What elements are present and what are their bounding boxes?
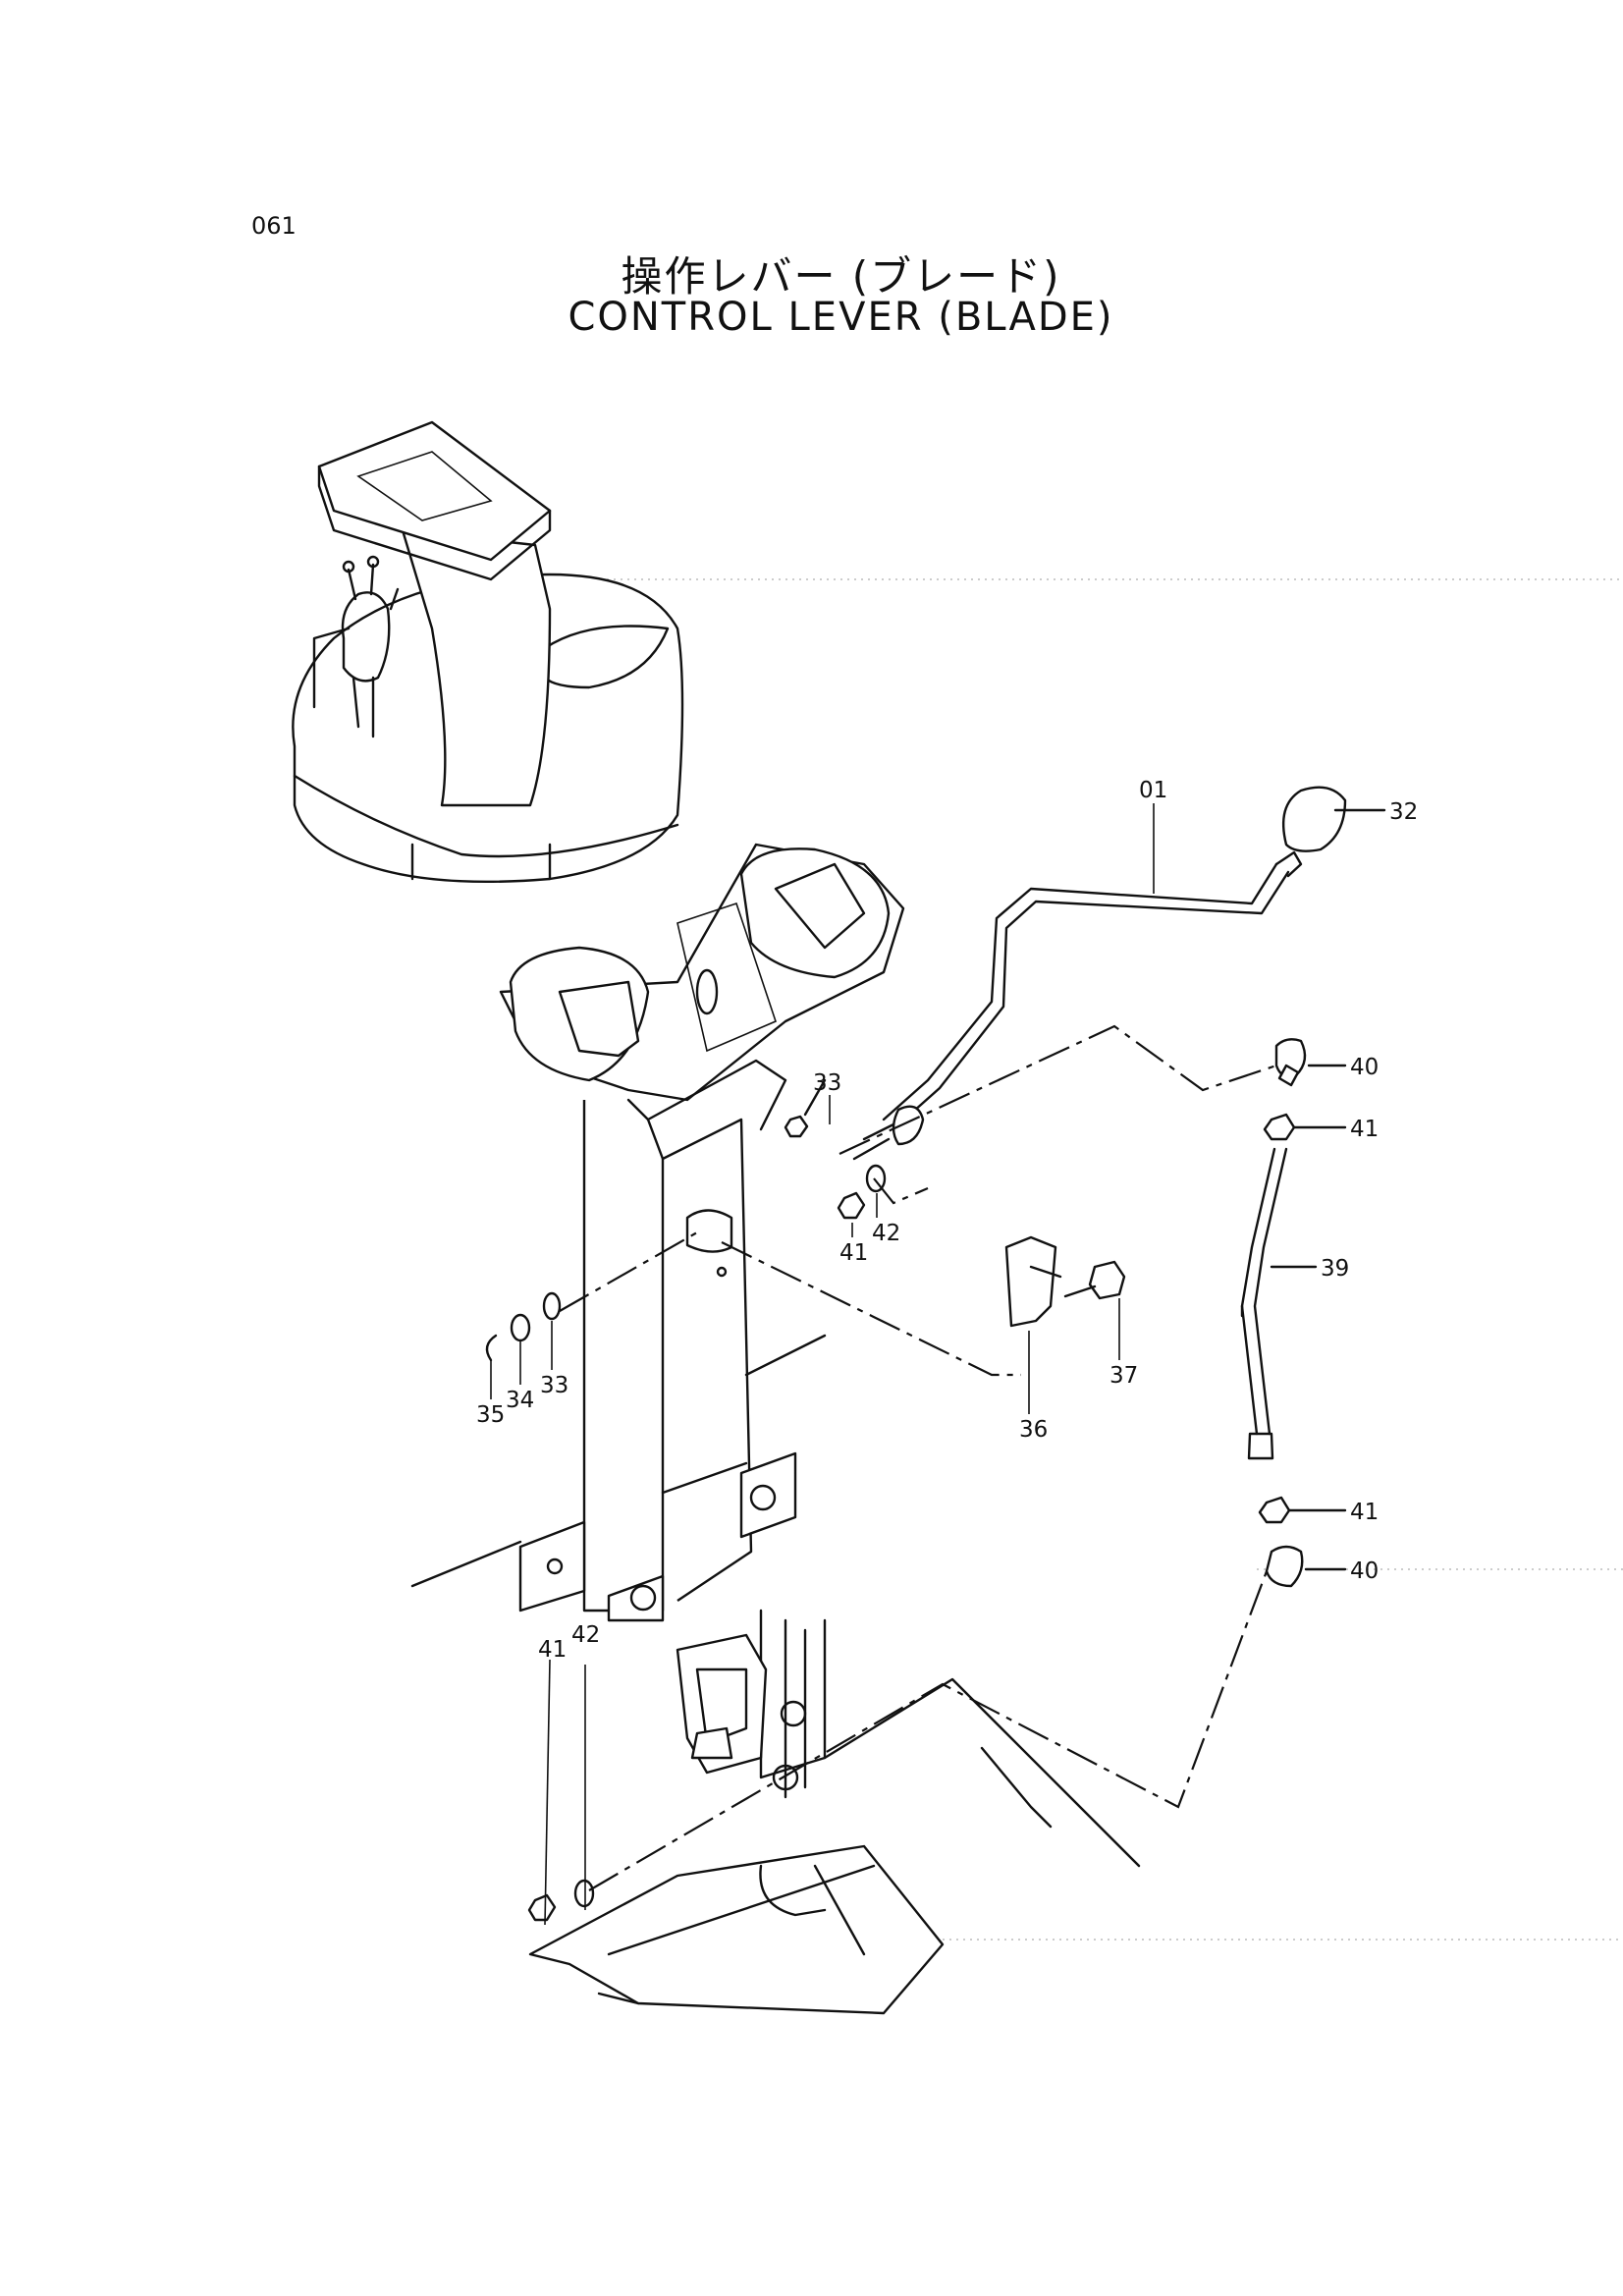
callout-33-low: 33	[540, 1373, 568, 1398]
callout-01: 01	[1139, 778, 1167, 803]
title-english: CONTROL LEVER (BLADE)	[568, 295, 1114, 340]
callout-41-bottom: 41	[538, 1637, 567, 1663]
callout-40-top: 40	[1350, 1055, 1379, 1080]
callout-34: 34	[506, 1388, 534, 1413]
page-number: 061	[251, 212, 297, 240]
title-japanese: 操作レバー (ブレード)	[621, 252, 1061, 301]
callout-35: 35	[476, 1402, 505, 1428]
callout-41-mid: 41	[839, 1240, 868, 1266]
callout-42-mid: 42	[872, 1221, 900, 1246]
control-stand	[410, 843, 905, 1622]
callout-32: 32	[1389, 799, 1418, 825]
callout-41-lower: 41	[1350, 1500, 1379, 1525]
rod-39	[1240, 1038, 1347, 1588]
assembly-lines	[559, 1024, 1277, 1891]
callout-39: 39	[1321, 1256, 1349, 1282]
callout-36: 36	[1019, 1417, 1048, 1443]
callout-labels: 01 32 40 41 39 33 41 42 33 34 35 36 37 4…	[476, 778, 1418, 1663]
lower-linkage	[528, 1609, 1141, 2015]
leader-lines	[490, 803, 1155, 1926]
callout-37: 37	[1109, 1363, 1138, 1389]
callout-40-lower: 40	[1350, 1558, 1379, 1584]
dotted-guides	[545, 578, 1623, 1941]
hardware-parts	[485, 1078, 1126, 1922]
operator-seat-overview	[292, 420, 684, 884]
callout-33-top: 33	[813, 1070, 841, 1096]
callout-41-top: 41	[1350, 1117, 1379, 1142]
callout-42-bottom: 42	[571, 1622, 600, 1648]
control-lever-01	[852, 786, 1386, 1161]
